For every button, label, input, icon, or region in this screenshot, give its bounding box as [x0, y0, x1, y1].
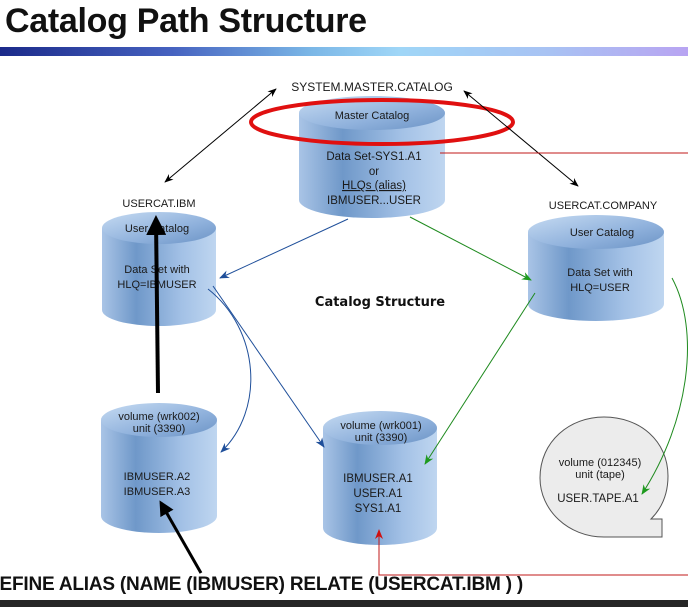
volume-wrk001-line-2: USER.A1 [353, 488, 402, 500]
diagram-caption: Catalog Structure [315, 295, 445, 310]
volume-wrk002-line-2: IBMUSER.A3 [124, 486, 191, 498]
volume-wrk002-cylinder [101, 403, 217, 533]
volume-wrk002-header-2: unit (3390) [133, 423, 186, 435]
volume-wrk001-line-1: IBMUSER.A1 [343, 473, 413, 485]
tape-volume-outline [539, 416, 669, 538]
arrow-usercat-company-to-tape [641, 277, 688, 495]
bold-arrow-to-usercat-ibm [146, 215, 167, 394]
bottom-bar [0, 600, 688, 607]
master-catalog-cylinder [299, 96, 445, 218]
tape-volume-header-1: volume (012345) [559, 457, 642, 469]
usercat-company-line-1: Data Set with [567, 267, 632, 279]
master-line-4: IBMUSER...USER [327, 195, 421, 207]
slide-title: Catalog Path Structure [5, 2, 367, 40]
master-catalog-header: Master Catalog [335, 110, 410, 122]
usercat-company-name: USERCAT.COMPANY [549, 200, 658, 212]
master-catalog-name: SYSTEM.MASTER.CATALOG [291, 80, 453, 94]
master-line-1: Data Set-SYS1.A1 [326, 151, 421, 163]
master-line-3: HLQs (alias) [342, 180, 406, 192]
usercat-company-cylinder [528, 215, 664, 321]
arrow-usercat-ibm-to-wrk001 [212, 285, 325, 448]
master-line-2: or [369, 166, 379, 178]
arrow-usercat-ibm-to-wrk002 [207, 288, 252, 453]
title-gradient-bar [0, 47, 688, 56]
arrow-usercat-company-to-wrk001 [424, 292, 536, 465]
tape-volume-header-2: unit (tape) [575, 469, 625, 481]
volume-wrk001-header-2: unit (3390) [355, 432, 408, 444]
define-alias-command: DEFINE ALIAS (NAME (IBMUSER) RELATE (USE… [0, 574, 524, 595]
link-master-usercat-ibm [164, 88, 277, 183]
usercat-company-header: User Catalog [570, 227, 634, 239]
link-master-usercat-company [463, 90, 579, 187]
volume-wrk001-cylinder [323, 411, 437, 545]
volume-wrk001-line-3: SYS1.A1 [355, 503, 402, 515]
volume-wrk002-line-1: IBMUSER.A2 [124, 471, 191, 483]
bold-arrow-to-wrk002 [159, 500, 203, 574]
arrow-master-to-usercat-ibm [219, 218, 349, 279]
usercat-ibm-name: USERCAT.IBM [122, 198, 195, 210]
tape-volume-line-1: USER.TAPE.A1 [557, 493, 639, 505]
volume-wrk002-header-1: volume (wrk002) [118, 411, 199, 423]
volume-wrk001-header-1: volume (wrk001) [340, 420, 421, 432]
arrow-master-to-usercat-company [409, 216, 532, 281]
usercat-company-line-2: HLQ=USER [570, 282, 630, 294]
red-connector-bottom [375, 529, 688, 576]
